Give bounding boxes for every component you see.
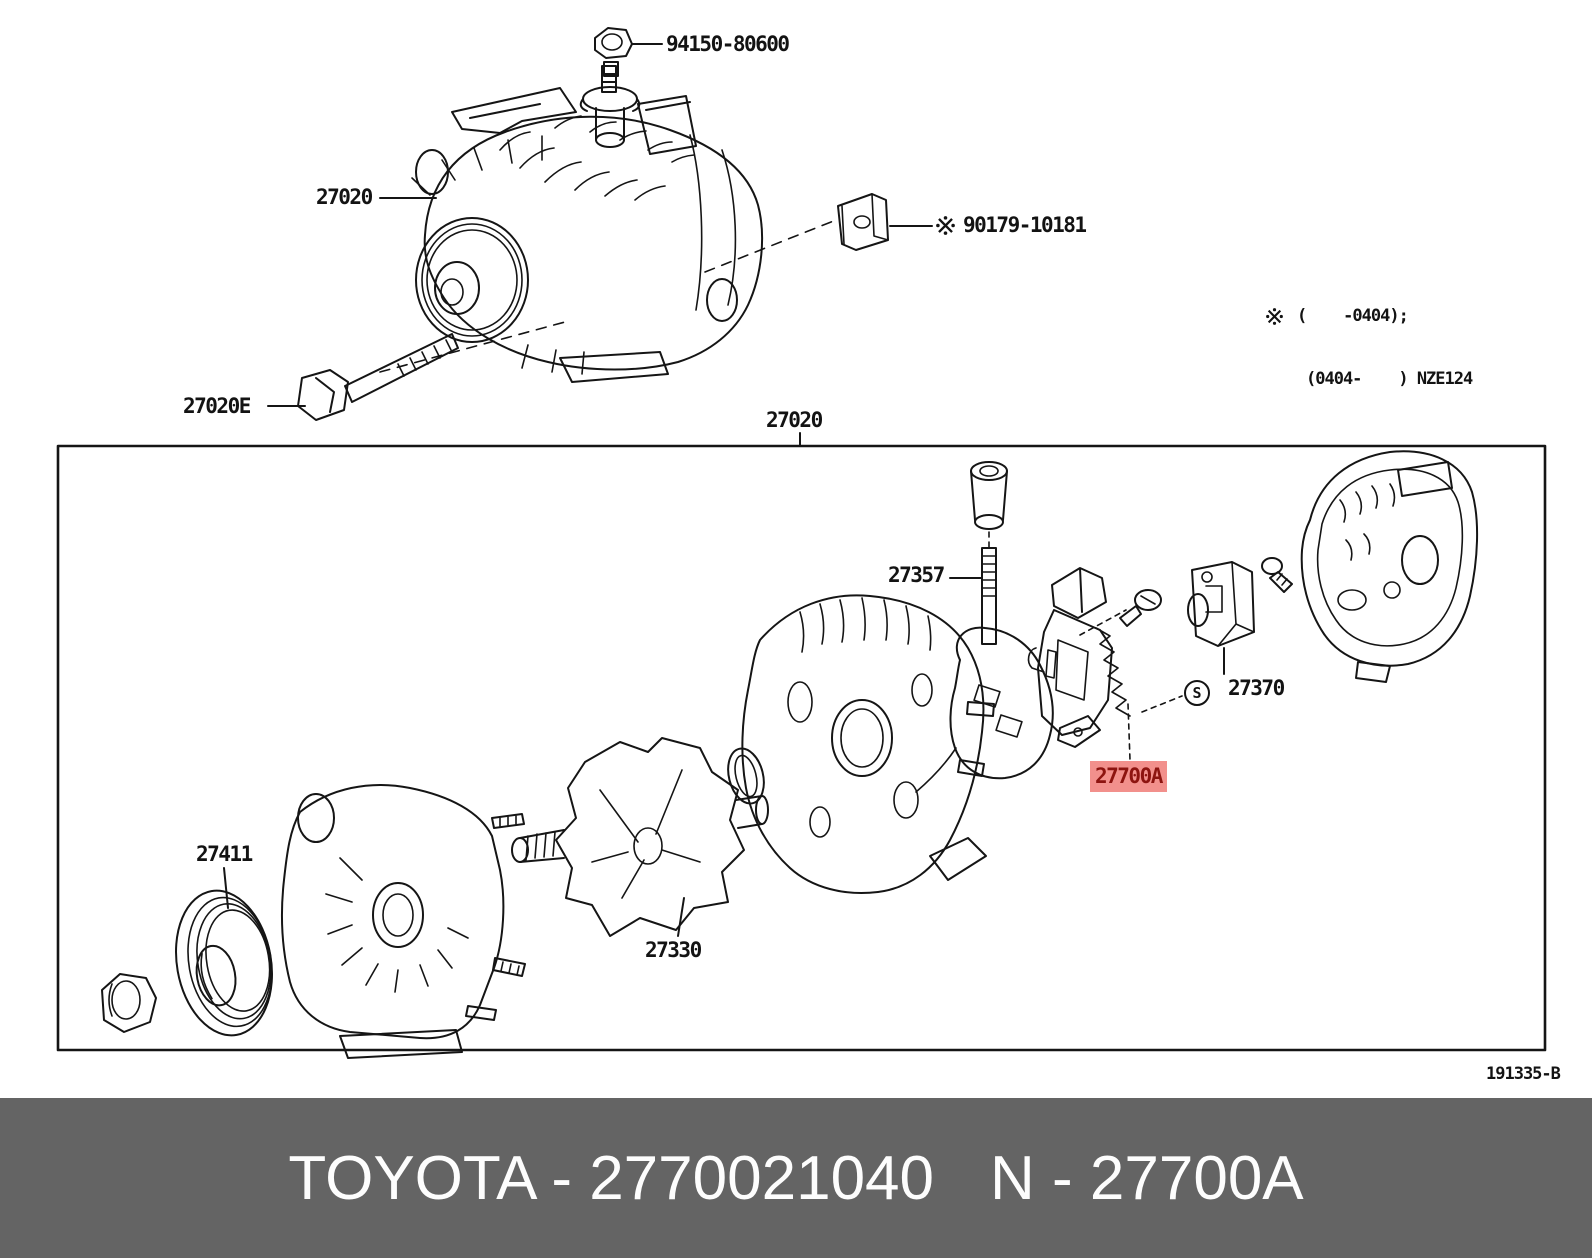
part-label-rectifier[interactable]: 27370	[1228, 676, 1285, 700]
drawing-code: 191335-B	[1486, 1064, 1561, 1084]
part-label-retainer-plate[interactable]: 90179-10181	[936, 213, 1087, 237]
parts-diagram	[56, 27, 1547, 1059]
rear-cover-drawing	[1300, 450, 1479, 683]
alternator-exploded-drawing	[101, 450, 1479, 1059]
retainer-plate-drawing	[837, 193, 889, 251]
note-line-2: (0404- ) NZE124	[1306, 369, 1473, 390]
screw-drawing	[1119, 589, 1162, 627]
o-ring-drawing	[727, 747, 765, 805]
part-label-brush-holder[interactable]: 27357	[888, 563, 945, 587]
pulley-drawing	[175, 889, 273, 1037]
box-title-part-label[interactable]: 27020	[766, 408, 823, 432]
rectifier-cover-drawing	[1187, 561, 1255, 647]
part-label-retainer-plate-text: 90179-10181	[963, 213, 1087, 237]
front-bracket-drawing	[281, 784, 526, 1059]
part-label-terminal-nut[interactable]: 94150-80600	[666, 32, 790, 56]
exploded-view-box	[56, 432, 1547, 1052]
reference-mark-icon	[936, 216, 955, 235]
footer-part-code: N - 27700A	[990, 1143, 1304, 1213]
footer-bar: TOYOTA - 2770021040 N - 27700A	[0, 1098, 1592, 1258]
part-label-pulley[interactable]: 27411	[196, 842, 253, 866]
part-label-regulator-highlighted[interactable]: 27700A	[1090, 761, 1167, 793]
part-label-alternator-assy[interactable]: 27020	[316, 185, 373, 209]
applicability-note: ( -0404); (0404- ) NZE124	[1266, 266, 1473, 430]
part-label-mount-bolt[interactable]: 27020E	[183, 394, 251, 418]
terminal-nut-drawing	[594, 27, 633, 77]
rotor-drawing	[511, 737, 769, 937]
note-line-1: ( -0404);	[1297, 306, 1409, 327]
brush-holder-drawing	[915, 461, 1054, 793]
reference-mark-icon	[1266, 307, 1283, 325]
part-label-rotor[interactable]: 27330	[645, 938, 702, 962]
pulley-nut-drawing	[101, 973, 157, 1033]
regulator-drawing	[1027, 567, 1131, 748]
footer-brand-part-number: TOYOTA - 2770021040	[288, 1143, 935, 1213]
cover-bolt-drawing	[1261, 557, 1293, 593]
rear-bracket-drawing	[741, 594, 995, 894]
alternator-assembled-drawing	[267, 27, 933, 421]
substitution-mark: S	[1184, 680, 1210, 706]
